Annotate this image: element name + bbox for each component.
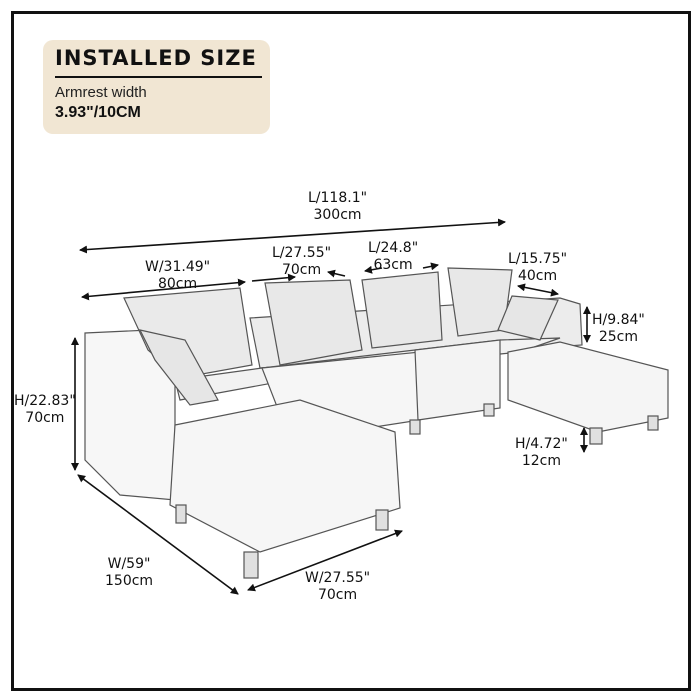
arm-height-label: H/9.84" 25cm [592, 312, 645, 346]
metric-value: 63cm [373, 257, 413, 273]
imperial-value: W/27.55" [305, 570, 371, 586]
ottoman-width-label: W/27.55" 70cm [305, 570, 370, 604]
chaise-depth-label: W/59" 150cm [105, 556, 153, 590]
imperial-value: H/4.72" [515, 436, 568, 452]
metric-value: 70cm [281, 262, 322, 278]
imperial-value: L/118.1" [308, 190, 368, 206]
badge-subtitle: Armrest width [55, 84, 147, 101]
imperial-value: L/24.8" [368, 240, 419, 256]
metric-value: 70cm [317, 587, 358, 603]
metric-value: 40cm [517, 268, 558, 284]
metric-value: 150cm [105, 573, 154, 589]
image-frame [11, 11, 691, 691]
metric-value: 25cm [598, 329, 638, 345]
pillow-length-label: L/15.75" 40cm [508, 251, 567, 285]
dimension-arrows [71, 218, 591, 595]
imperial-value: H/9.84" [592, 312, 645, 328]
badge-title: INSTALLED SIZE [55, 46, 257, 70]
armless-length-label: L/24.8" 63cm [368, 240, 418, 274]
metric-value: 12cm [521, 453, 561, 469]
metric-value: 300cm [313, 207, 362, 223]
imperial-value: H/22.83" [14, 393, 76, 409]
imperial-value: W/31.49" [145, 259, 211, 275]
total-height-label: H/22.83" 70cm [14, 393, 76, 427]
imperial-value: L/27.55" [272, 245, 332, 261]
badge-divider [55, 76, 262, 78]
total-length-label: L/118.1" 300cm [308, 190, 367, 224]
installed-size-badge: INSTALLED SIZE Armrest width 3.93"/10CM [43, 40, 270, 134]
imperial-value: W/59" [107, 556, 151, 572]
badge-value: 3.93"/10CM [55, 104, 141, 121]
middle-length-label: L/27.55" 70cm [272, 245, 331, 279]
imperial-value: L/15.75" [508, 251, 568, 267]
metric-value: 80cm [157, 276, 198, 292]
sofa-drawing [84, 267, 669, 579]
metric-value: 70cm [25, 410, 65, 426]
leg-height-label: H/4.72" 12cm [515, 436, 568, 470]
corner-width-label: W/31.49" 80cm [145, 259, 210, 293]
